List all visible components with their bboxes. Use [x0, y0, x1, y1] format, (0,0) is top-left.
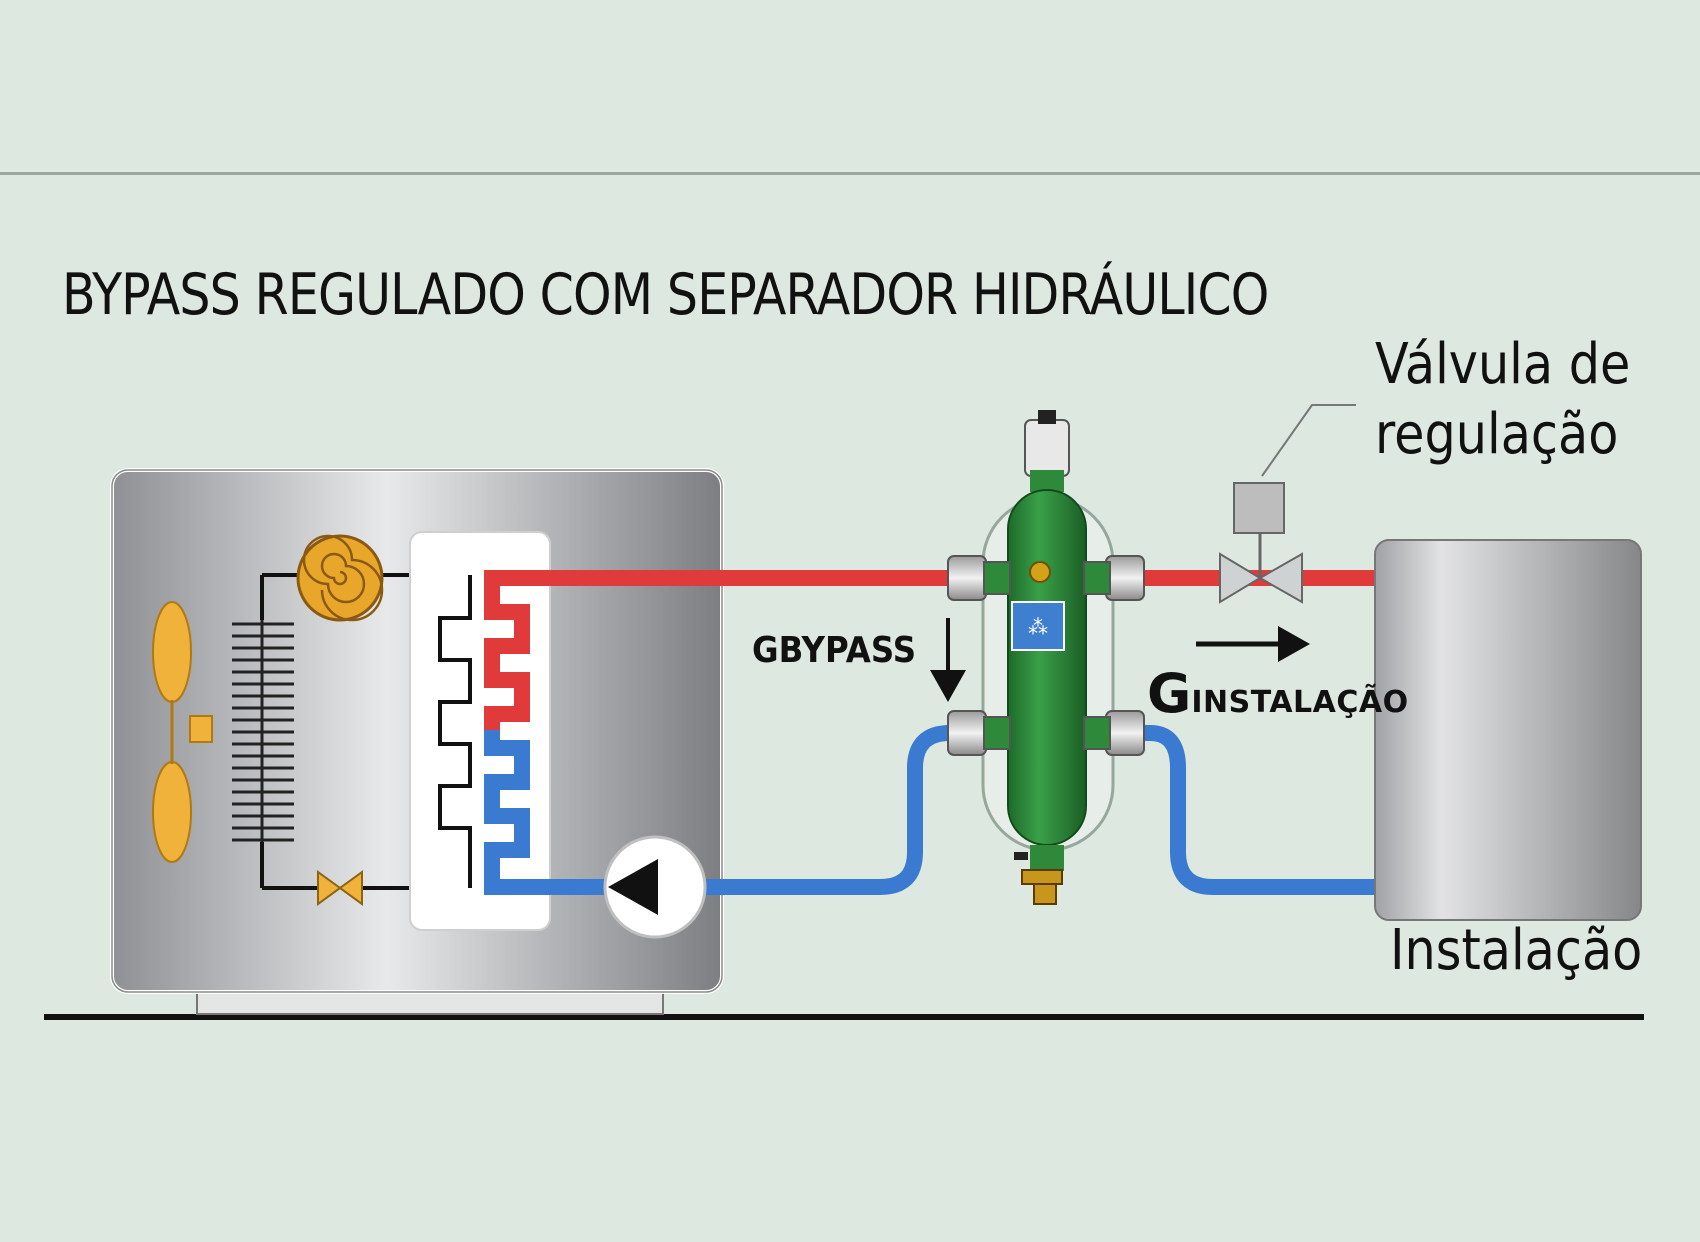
ground-line [44, 1014, 1644, 1020]
drain-valve-icon [1014, 845, 1064, 905]
g-installation-suffix: INSTALAÇÃO [1191, 685, 1409, 720]
expansion-valve-icon [317, 870, 363, 906]
cold-return-pipe-right [1112, 725, 1380, 895]
regulating-valve-icon [1219, 404, 1356, 604]
top-divider [0, 172, 1700, 175]
installation-tank [1374, 539, 1642, 921]
separator-connections [947, 555, 1145, 756]
diagram-title: BYPASS REGULADO COM SEPARADOR HIDRÁULICO [62, 262, 1269, 328]
bypass-flow-arrow [930, 618, 966, 702]
hydraulic-separator: ⁂ [947, 410, 1145, 905]
g-installation-label: GINSTALAÇÃO [1147, 662, 1409, 725]
compressor-icon [296, 534, 384, 622]
heat-exchanger [409, 531, 551, 931]
g-installation-prefix: G [1147, 662, 1192, 725]
gbypass-label: GBYPASS [752, 630, 917, 671]
cold-return-pipe-left [700, 725, 990, 895]
hot-water-coil [484, 570, 530, 730]
valve-label-line-1: Válvula de [1375, 332, 1631, 397]
installation-flow-arrow [1196, 626, 1310, 662]
refrigerant-coil [438, 575, 472, 888]
regulating-valve-label: Válvula de regulação [1375, 330, 1630, 470]
air-vent-icon [1024, 410, 1070, 492]
cold-water-coil [484, 730, 610, 895]
installation-label: Instalação [1390, 918, 1643, 983]
pump-icon [603, 835, 707, 939]
valve-label-line-2: regulação [1375, 402, 1619, 467]
svg-text:⁂: ⁂ [1028, 615, 1048, 639]
fan-icon [152, 601, 213, 863]
condenser-fins [232, 620, 294, 842]
